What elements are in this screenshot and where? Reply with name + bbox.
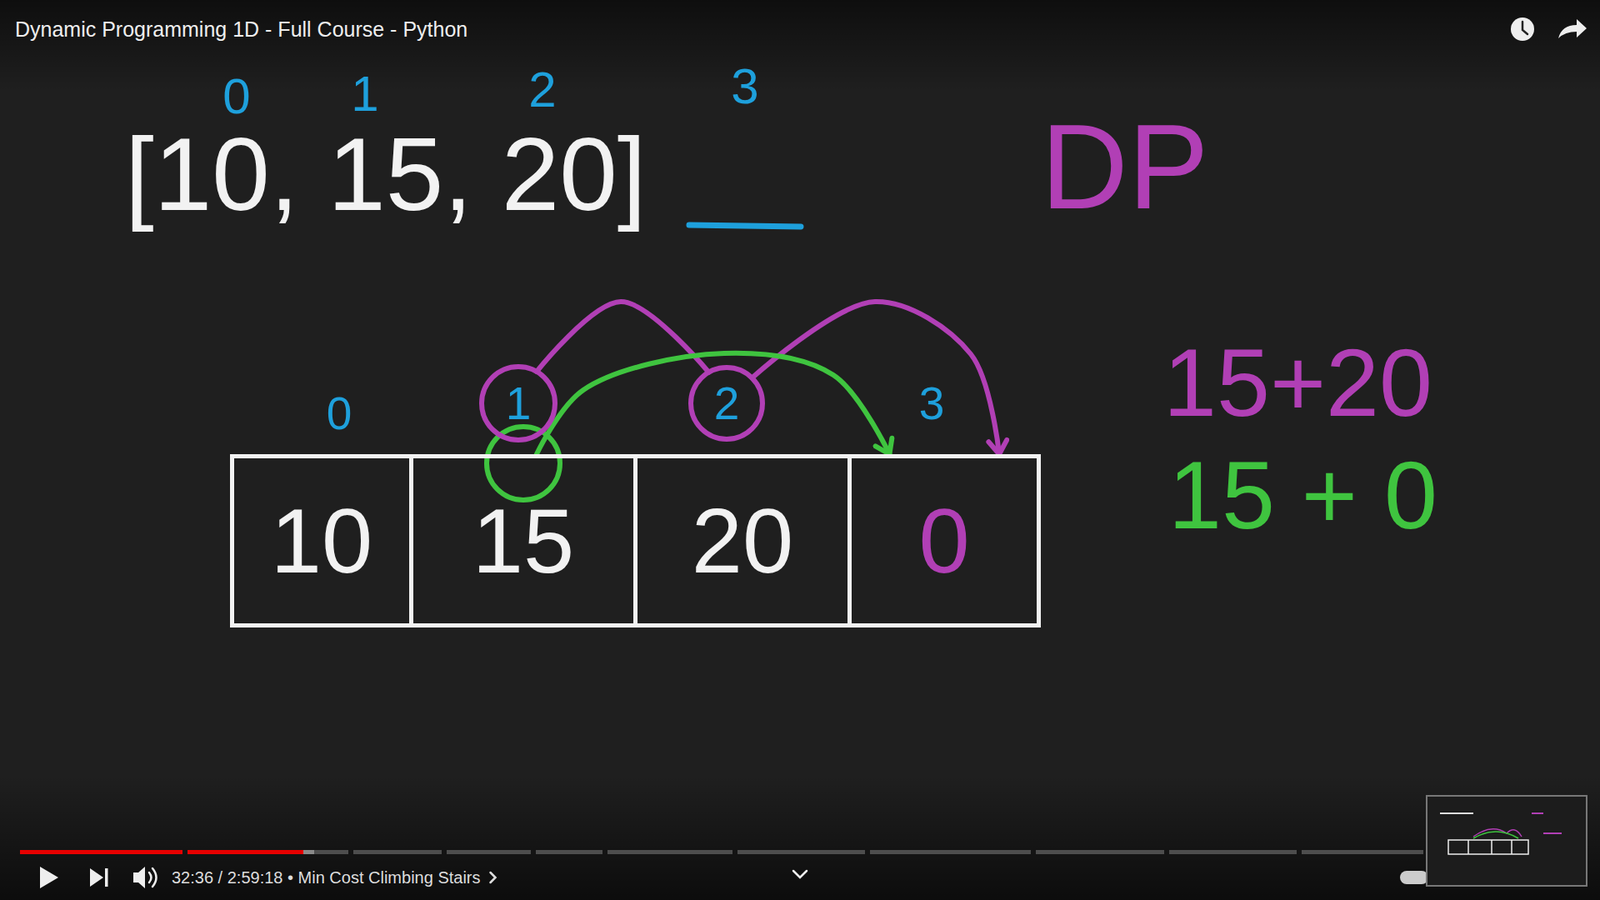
cell-value: 0 bbox=[918, 495, 970, 587]
label-wrap: DP bbox=[1040, 106, 1209, 228]
jump-arc bbox=[536, 353, 890, 455]
label-wrap: 0 bbox=[326, 390, 353, 437]
cell-value: 20 bbox=[691, 495, 794, 587]
array-cell: 20 bbox=[637, 454, 852, 628]
label-wrap: 32:36 / 2:59:18 • Min Cost Climbing Stai… bbox=[171, 869, 481, 886]
bottom-shade bbox=[0, 775, 1600, 900]
circle-stroke bbox=[481, 366, 555, 440]
index-number: 2 bbox=[528, 65, 556, 115]
label-wrap: 3 bbox=[919, 380, 945, 427]
label-wrap: 15+20 bbox=[1163, 335, 1433, 431]
next-icon bbox=[90, 868, 104, 887]
share-icon bbox=[1558, 19, 1587, 39]
toggle-switch bbox=[1400, 870, 1429, 885]
circled-index: 1 bbox=[479, 364, 558, 443]
jump-arc bbox=[536, 301, 710, 373]
sum-expression: 15+20 bbox=[1163, 335, 1433, 431]
label-wrap: 3 bbox=[730, 61, 759, 112]
array-cell: 0 bbox=[851, 454, 1041, 628]
clock-hand bbox=[1522, 21, 1528, 35]
label-wrap: 2 bbox=[528, 65, 556, 115]
clock-icon bbox=[1510, 17, 1535, 41]
index-number: 1 bbox=[505, 380, 532, 427]
video-title: Dynamic Programming 1D - Full Course - P… bbox=[15, 19, 468, 40]
volume-icon bbox=[133, 866, 145, 889]
label-wrap: 1 bbox=[350, 69, 379, 120]
cell-value: 15 bbox=[472, 495, 575, 587]
thumbnail-preview bbox=[1426, 795, 1587, 886]
index-number: 3 bbox=[919, 380, 945, 427]
blank-underline bbox=[689, 225, 801, 227]
volume-waves bbox=[149, 868, 157, 887]
expand-chevron bbox=[793, 870, 807, 878]
array-cell: 15 bbox=[413, 454, 638, 628]
dp-heading: DP bbox=[1040, 106, 1209, 228]
index-number: 2 bbox=[714, 380, 740, 427]
label-wrap: 15 + 0 bbox=[1168, 447, 1438, 544]
label-wrap: [10, 15, 20] bbox=[125, 121, 647, 226]
cell-value: 10 bbox=[270, 495, 373, 587]
next-icon-bar bbox=[105, 868, 109, 887]
label-wrap: 0 bbox=[222, 71, 250, 122]
index-number: 0 bbox=[326, 390, 353, 437]
chapter-chevron bbox=[490, 872, 496, 883]
title-wrap: Dynamic Programming 1D - Full Course - P… bbox=[15, 19, 468, 40]
timestamp-chapter: 32:36 / 2:59:18 • Min Cost Climbing Stai… bbox=[171, 869, 481, 886]
array-cell: 10 bbox=[230, 454, 414, 628]
sum-expression: 15 + 0 bbox=[1168, 447, 1438, 544]
index-number: 1 bbox=[350, 69, 379, 120]
circle-stroke bbox=[690, 367, 763, 440]
circled-index: 2 bbox=[688, 365, 765, 442]
play-icon bbox=[40, 866, 59, 889]
progress-bar bbox=[20, 850, 1424, 855]
array-literal: [10, 15, 20] bbox=[125, 121, 647, 226]
index-number: 0 bbox=[222, 71, 250, 122]
index-number: 3 bbox=[730, 61, 759, 112]
